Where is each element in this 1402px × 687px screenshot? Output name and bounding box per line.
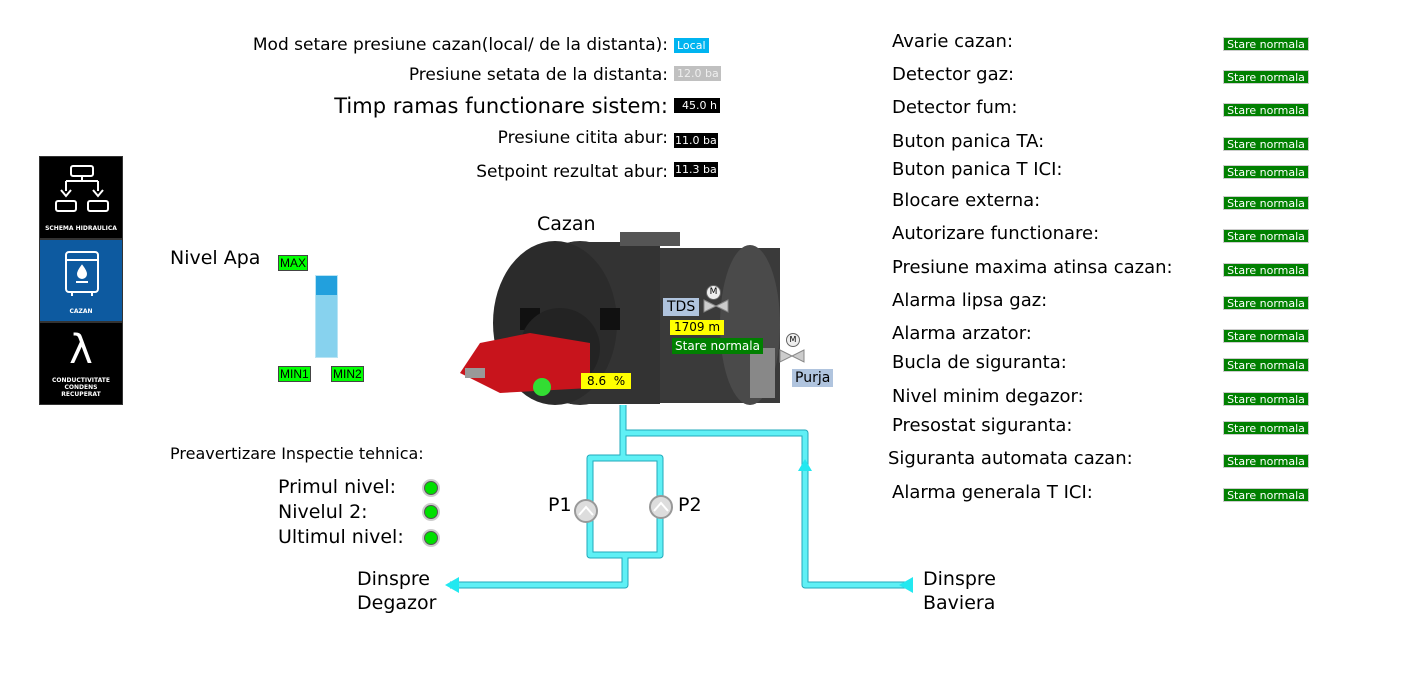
nivel-apa-title: Nivel Apa: [170, 247, 261, 269]
alarm-status-badge: Stare normala: [1223, 358, 1309, 372]
inspectie-title: Preavertizare Inspectie tehnica:: [170, 444, 424, 463]
alarm-label: Bucla de siguranta:: [892, 352, 1067, 373]
param-label: Presiune setata de la distanta:: [408, 65, 668, 85]
alarm-label: Nivel minim degazor:: [892, 386, 1084, 407]
alarm-status-badge: Stare normala: [1223, 392, 1309, 406]
alarm-label: Alarma lipsa gaz:: [892, 290, 1048, 311]
flow-arrow-right: [899, 577, 913, 593]
level-3-led: [424, 531, 438, 545]
alarm-status-badge: Stare normala: [1223, 196, 1309, 210]
alarm-status-badge: Stare normala: [1223, 263, 1309, 277]
alarm-label: Detector gaz:: [892, 64, 1015, 85]
nav-cazan[interactable]: CAZAN: [39, 239, 123, 322]
min2-indicator: MIN2: [331, 366, 364, 382]
steam-pressure-value: 11.0 ba: [674, 133, 718, 148]
alarm-label: Presiune maxima atinsa cazan:: [892, 257, 1173, 278]
alarm-status-badge: Stare normala: [1223, 165, 1309, 179]
alarm-label: Presostat siguranta:: [892, 415, 1073, 436]
water-level-gauge: [315, 275, 338, 358]
inspectie-level-3: Ultimul nivel:: [278, 526, 404, 548]
purja-valve-icon[interactable]: [779, 348, 805, 364]
alarm-status-badge: Stare normala: [1223, 296, 1309, 310]
time-remaining-value: 45.0 h: [674, 98, 720, 113]
alarm-status-badge: Stare normala: [1223, 229, 1309, 243]
alarm-status-badge: Stare normala: [1223, 454, 1309, 468]
param-label: Timp ramas functionare sistem:: [334, 94, 668, 118]
alarm-label: Siguranta automata cazan:: [888, 448, 1133, 469]
alarm-label: Avarie cazan:: [892, 31, 1014, 52]
nav-label: CAZAN: [69, 308, 93, 315]
alarm-label: Alarma generala T ICI:: [892, 482, 1093, 503]
mode-value[interactable]: Local: [674, 38, 709, 53]
inspectie-level-2: Nivelul 2:: [278, 501, 368, 523]
alarm-status-badge: Stare normala: [1223, 421, 1309, 435]
tds-status: Stare normala: [672, 338, 763, 354]
tds-valve-icon[interactable]: [703, 298, 729, 314]
alarm-label: Buton panica TA:: [892, 131, 1045, 152]
tds-label: TDS: [663, 298, 700, 316]
nav-conductivitate[interactable]: λ CONDUCTIVITATE CONDENS RECUPERAT: [39, 322, 123, 405]
alarm-status-badge: Stare normala: [1223, 137, 1309, 151]
boiler-icon: [65, 251, 99, 296]
flow-arrow-up: [798, 459, 812, 471]
nav-label: CONDUCTIVITATE CONDENS RECUPERAT: [52, 377, 110, 398]
flowchart-icon: [55, 165, 109, 212]
alarm-label: Detector fum:: [892, 97, 1018, 118]
purja-label: Purja: [792, 369, 834, 387]
alarm-status-badge: Stare normala: [1223, 70, 1309, 84]
burner-value: 8.6 %: [581, 373, 632, 389]
pump-p2-label: P2: [678, 494, 702, 516]
inspectie-level-1: Primul nivel:: [278, 476, 397, 498]
alarm-label: Buton panica T ICI:: [892, 159, 1063, 180]
boiler-title: Cazan: [537, 213, 596, 235]
pump-p1-label: P1: [548, 494, 572, 516]
nav-schema-hidraulica[interactable]: SCHEMA HIDRAULICA: [39, 156, 123, 239]
param-label: Setpoint rezultat abur:: [476, 162, 668, 182]
alarm-status-badge: Stare normala: [1223, 329, 1309, 343]
max-indicator: MAX: [278, 255, 309, 271]
remote-pressure-value[interactable]: 12.0 ba: [674, 66, 721, 81]
tds-value: 1709 m: [670, 320, 725, 335]
setpoint-value: 11.3 ba: [674, 162, 718, 177]
param-label: Presiune citita abur:: [497, 128, 668, 148]
flow-arrow-left: [445, 577, 459, 593]
alarm-label: Blocare externa:: [892, 190, 1041, 211]
alarm-status-badge: Stare normala: [1223, 103, 1309, 117]
nav-label: SCHEMA HIDRAULICA: [45, 225, 117, 232]
tds-motor-icon: M: [706, 285, 721, 300]
pump-p1-icon[interactable]: [573, 498, 599, 524]
level-2-led: [424, 505, 438, 519]
alarm-status-badge: Stare normala: [1223, 37, 1309, 51]
lambda-icon: λ: [69, 327, 93, 373]
alarm-label: Autorizare functionare:: [892, 223, 1100, 244]
param-label: Mod setare presiune cazan(local/ de la d…: [252, 35, 668, 55]
pump-p2-icon[interactable]: [648, 494, 674, 520]
level-1-led: [424, 481, 438, 495]
alarm-label: Alarma arzator:: [892, 323, 1032, 344]
alarm-status-badge: Stare normala: [1223, 488, 1309, 502]
purja-motor-icon: M: [786, 333, 800, 347]
min1-indicator: MIN1: [278, 366, 311, 382]
